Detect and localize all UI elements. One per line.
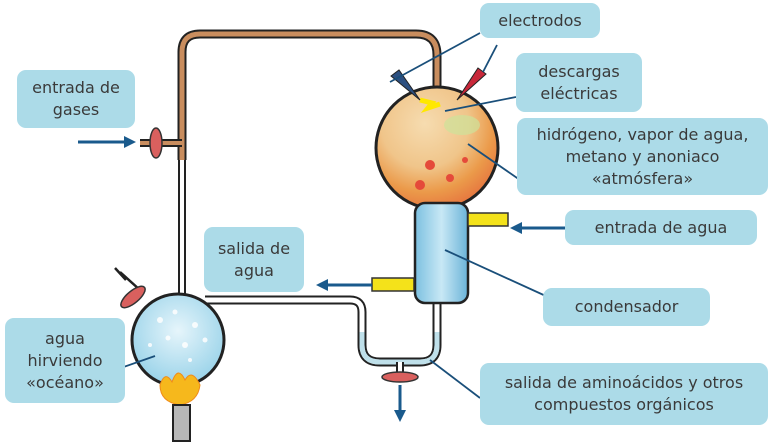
condenser [413,201,470,305]
label-discharges: descargas eléctricas [516,53,642,112]
label-condenser: condensador [543,288,710,326]
ocean-flask [130,292,226,388]
electric-spark [419,97,441,114]
label-amino-outlet: salida de aminoácidos y otros compuestos… [480,363,768,425]
flask-valve [120,285,146,309]
water-outlet-pipe [371,277,415,292]
electrode-right [456,67,487,101]
outlet-stopcock [381,371,419,383]
label-atmosphere: hidrógeno, vapor de agua, metano y anoni… [517,118,768,195]
gas-valve [149,127,163,159]
label-electrodes: electrodos [480,3,600,38]
upper-tube [177,29,442,296]
burner [172,404,191,442]
return-tube [205,295,442,382]
leader-lines [114,32,549,399]
label-gas-inlet: entrada de gases [17,70,135,128]
flame [159,372,201,406]
label-water-inlet: entrada de agua [565,210,757,245]
water-inlet-pipe [467,212,509,227]
label-ocean: agua hirviendo «océano» [5,318,125,403]
label-water-outlet: salida de agua [204,227,304,292]
